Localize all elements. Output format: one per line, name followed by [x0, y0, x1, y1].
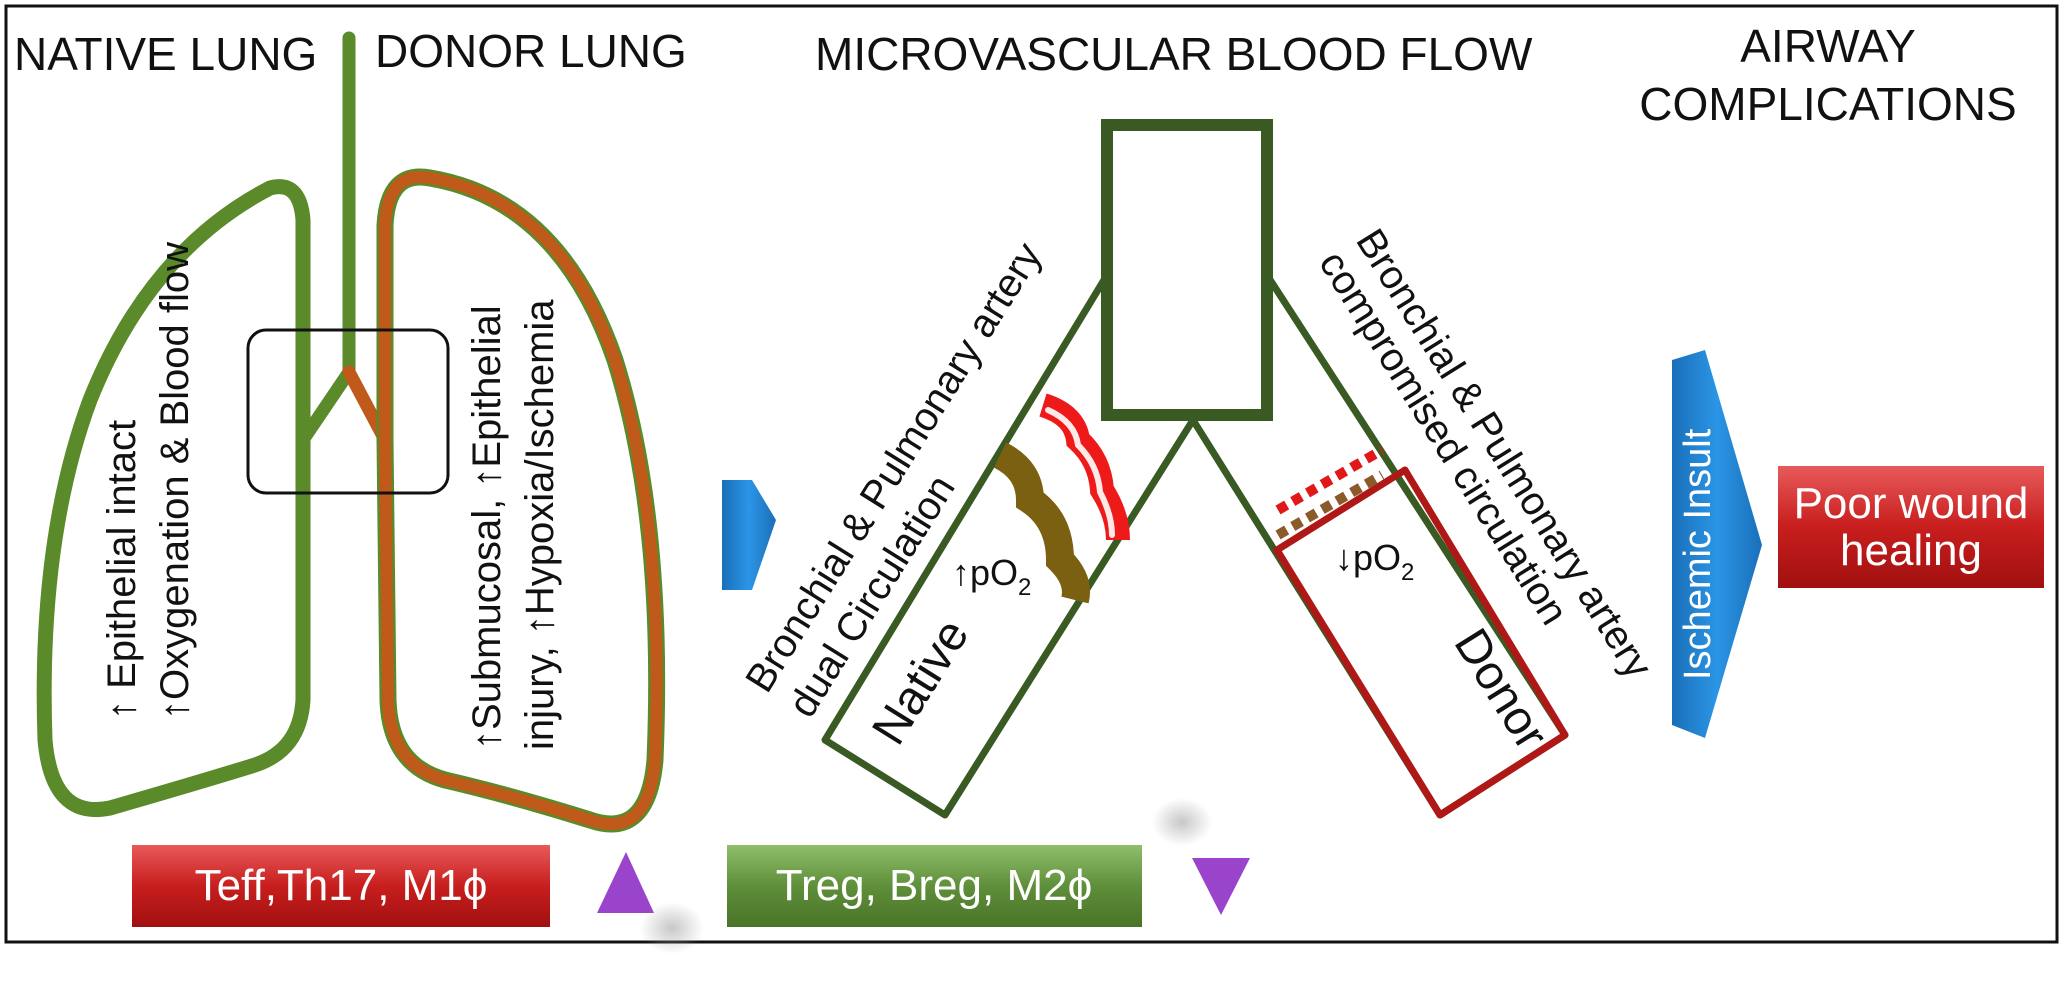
donor-lung-text-2: injury, ↑Hypoxia/Ischemia — [518, 299, 562, 750]
native-bronchus — [296, 365, 356, 447]
outcome-line1: Poor wound — [1794, 479, 2029, 528]
proinflammatory-box — [132, 845, 550, 927]
native-lung-outline — [36, 179, 311, 817]
anastomosis-box — [246, 328, 450, 495]
native-bronchial-vessel — [993, 442, 1090, 604]
native-airway-outline — [821, 273, 1196, 819]
increase-triangle-icon — [597, 852, 654, 913]
ischemic-insult-text: Ischemic Insult — [1677, 428, 1719, 680]
heading-airway-line2: COMPLICATIONS — [1639, 78, 2016, 130]
donor-lung-outline-orange — [379, 171, 663, 830]
donor-lung-text-1: ↑Submucosal, ↑Epithelial — [465, 305, 509, 750]
trachea-box — [1101, 119, 1273, 421]
outcome-line2: healing — [1840, 526, 1982, 575]
heading-native-lung: NATIVE LUNG — [14, 28, 317, 80]
donor-pulmonary-vessel-dotted — [1275, 445, 1385, 515]
outer-frame — [4, 4, 2059, 944]
native-pulmonary-vessel — [1038, 393, 1130, 541]
native-lung-text-2: ↑Oxygenation & Blood flow — [153, 242, 197, 720]
ischemic-insult-arrow — [1672, 350, 1762, 738]
decrease-triangle-icon — [1192, 858, 1250, 915]
donor-circulation-text-1: Bronchial & Pulmonary artery — [1347, 221, 1660, 685]
heading-donor-lung: DONOR LUNG — [375, 25, 687, 77]
donor-bronchial-vessel-dotted — [1275, 470, 1385, 540]
outcome-box — [1778, 466, 2044, 588]
native-lung-text-1: ↑ Epithelial intact — [100, 420, 144, 720]
regulatory-text: Treg, Breg, M2ϕ — [776, 861, 1092, 910]
native-pulmonary-vessel-highlight — [1045, 407, 1115, 538]
proinflammatory-text: Teff,Th17, M1ϕ — [195, 861, 488, 910]
native-po2: ↑pO2 — [952, 552, 1031, 601]
shadow-blob-1 — [1152, 798, 1212, 846]
blue-arrow-left — [722, 480, 776, 590]
native-label: Native — [862, 610, 979, 753]
heading-airway-line1: AIRWAY — [1740, 20, 1916, 72]
donor-po2: ↓pO2 — [1335, 537, 1414, 586]
shadow-blob-2 — [640, 902, 704, 954]
heading-microvascular: MICROVASCULAR BLOOD FLOW — [815, 28, 1533, 80]
regulatory-box — [727, 845, 1142, 927]
donor-section-border — [1273, 466, 1569, 819]
